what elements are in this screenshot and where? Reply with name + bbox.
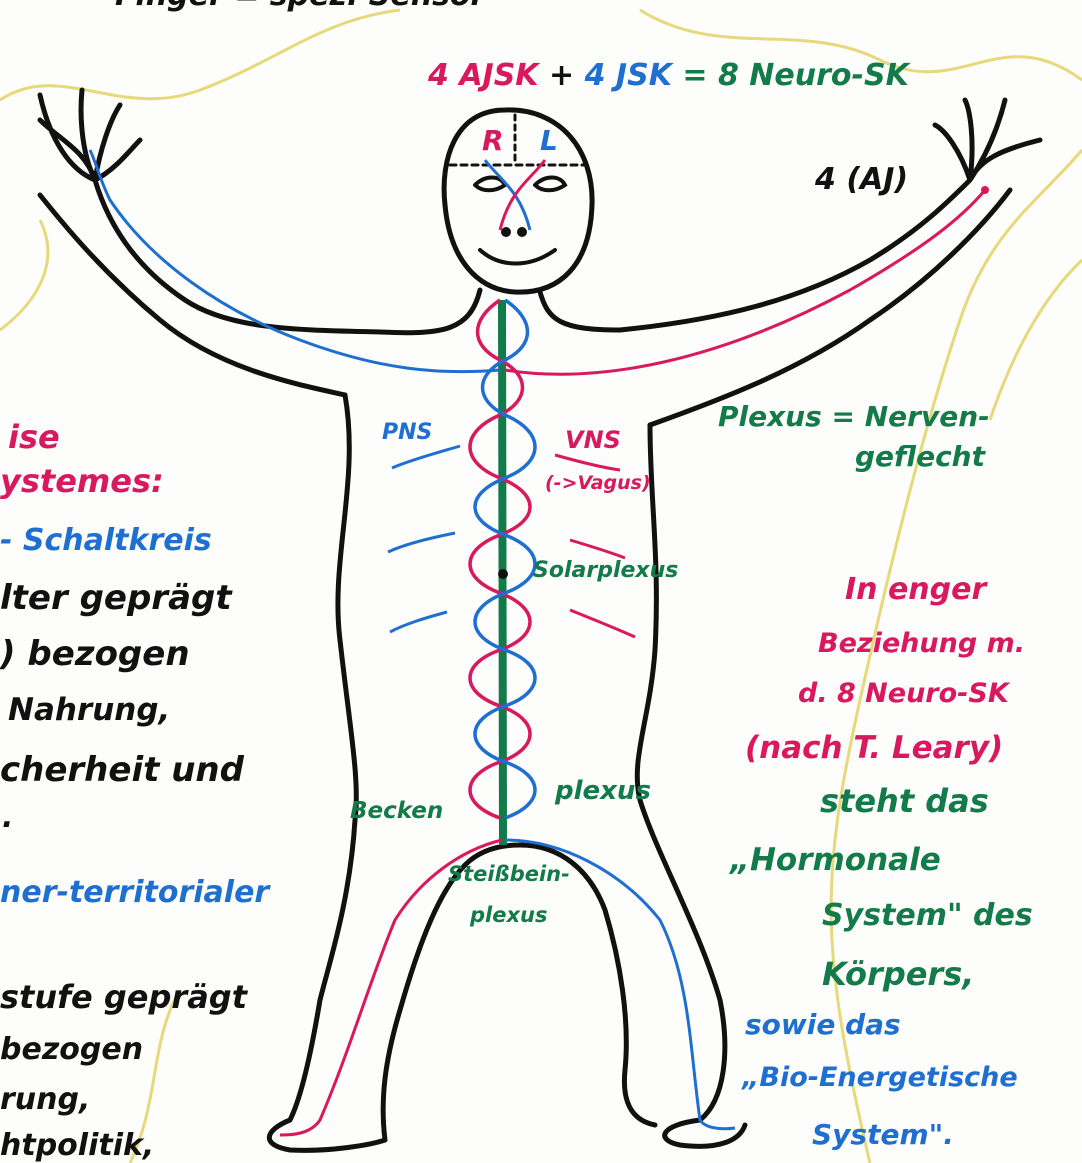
plexus-definition-2: geflecht <box>855 440 985 473</box>
right-arm-inner <box>650 190 1010 425</box>
torso-left <box>269 395 385 1150</box>
right-line: „Hormonale <box>730 842 941 878</box>
brain-crossing <box>485 160 545 230</box>
top-cut-text: Finger = spez. Sensor <box>115 0 485 13</box>
right-arm-nerve <box>505 190 985 374</box>
right-line: System" des <box>822 898 1033 933</box>
right-line: steht das <box>820 782 989 820</box>
left-line: cherheit und <box>0 750 244 790</box>
right-line: d. 8 Neuro-SK <box>798 678 1009 709</box>
left-line: rung, <box>0 1082 90 1117</box>
left-arm-inner <box>40 195 345 395</box>
solar-plexus-dot <box>498 569 508 579</box>
left-line: ise <box>8 418 60 456</box>
becken-plexus-label: plexus <box>555 776 651 806</box>
vns-label: VNS <box>565 426 621 454</box>
left-line: . <box>2 800 13 835</box>
plexus-definition-1: Plexus = Nerven- <box>718 400 990 433</box>
left-line: - Schaltkreis <box>0 523 212 558</box>
left-arm-nerve <box>90 150 500 372</box>
left-line: Nahrung, <box>8 692 170 728</box>
vagus-label: (->Vagus) <box>545 472 651 494</box>
left-line: ) bezogen <box>0 634 190 674</box>
left-line: htpolitik, <box>0 1128 154 1163</box>
pns-label: PNS <box>382 420 432 445</box>
right-line: In enger <box>845 572 986 607</box>
right-arm-outline <box>540 100 1040 330</box>
left-line: lter geprägt <box>0 578 232 618</box>
left-leg-inner <box>383 845 655 1140</box>
right-line: „Bio-Energetische <box>742 1062 1018 1093</box>
right-line: System". <box>812 1118 954 1151</box>
right-line: sowie das <box>745 1008 901 1041</box>
jsk-label: 4 JSK <box>585 58 672 93</box>
right-hand-label: 4 (AJ) <box>815 162 908 197</box>
head-label-r: R <box>482 124 504 157</box>
ajsk-label: 4 AJSK <box>428 58 539 93</box>
steissbein-label-2: plexus <box>470 903 547 927</box>
left-arm-outline <box>40 90 480 333</box>
becken-label: Becken <box>350 798 443 824</box>
left-line: bezogen <box>0 1032 143 1067</box>
right-line: Körpers, <box>822 955 974 993</box>
header-formula: 4 AJSK + 4 JSK = 8 Neuro-SK <box>428 58 909 93</box>
solarplexus-label: Solarplexus <box>533 558 678 583</box>
neuro-sk-label: = 8 Neuro-SK <box>682 58 908 93</box>
left-line: ner-territorialer <box>0 875 269 910</box>
steissbein-label-1: Steißbein- <box>448 862 570 886</box>
plus-sign: + <box>549 58 574 93</box>
left-line: ystemes: <box>0 462 164 500</box>
pns-strokes <box>388 446 460 632</box>
right-line: Beziehung m. <box>818 628 1025 659</box>
head-label-l: L <box>540 124 558 157</box>
left-line: stufe geprägt <box>0 978 247 1016</box>
right-line: (nach T. Leary) <box>745 730 1003 766</box>
